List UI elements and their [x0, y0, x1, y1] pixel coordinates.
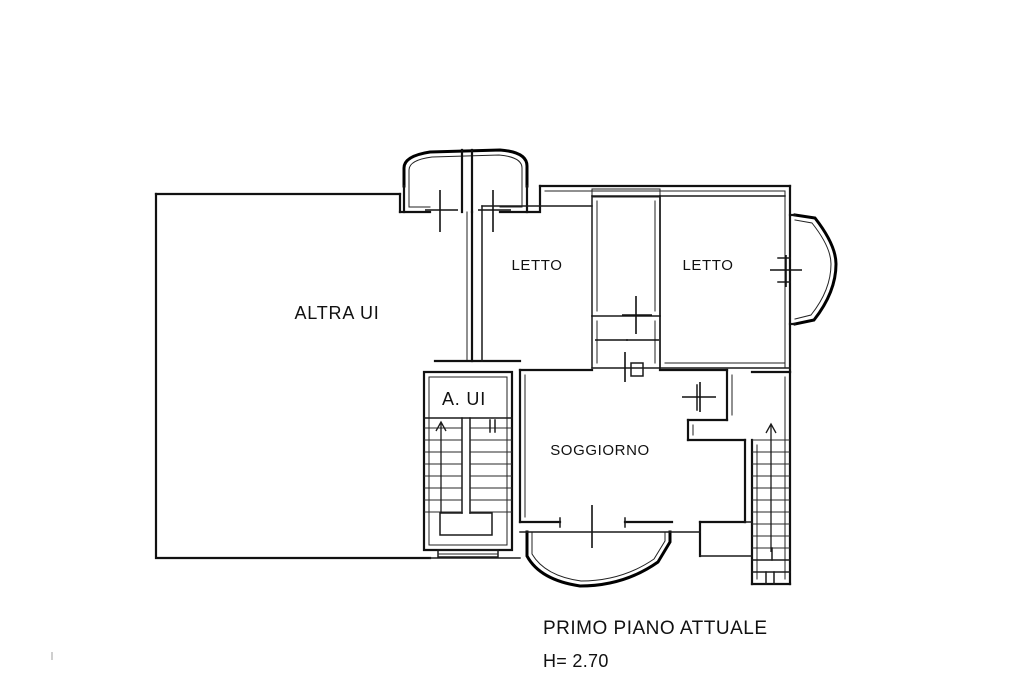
altra-ui-outline [154, 192, 521, 560]
stair-treads-left [424, 427, 462, 513]
plan-caption-title: PRIMO PIANO ATTUALE [543, 618, 768, 639]
stairwell-a-ui [422, 370, 514, 558]
stairwell-right [699, 370, 792, 586]
room-label-soggiorno: SOGGIORNO [550, 442, 650, 459]
room-label-letto-1: LETTO [511, 257, 562, 274]
room-letto-1 [481, 205, 593, 362]
stair-direction-arrow-left [435, 420, 447, 513]
curved-balcony-right [770, 213, 838, 326]
stair-direction-arrow-right [765, 422, 777, 552]
room-soggiorno [518, 368, 747, 558]
stair-treads-right [470, 427, 512, 513]
plan-caption-height: H= 2.70 [543, 651, 609, 671]
room-label-altra-ui: ALTRA UI [294, 303, 379, 323]
room-label-letto-2: LETTO [682, 257, 733, 274]
scan-artifact-speck [51, 652, 53, 660]
room-label-a-ui: A. UI [442, 389, 486, 409]
room-letto-2 [659, 195, 791, 369]
apartment-outer-walls [433, 184, 792, 374]
semicircular-balcony-bottom [519, 530, 701, 588]
bow-window-balcony-top [398, 148, 542, 232]
